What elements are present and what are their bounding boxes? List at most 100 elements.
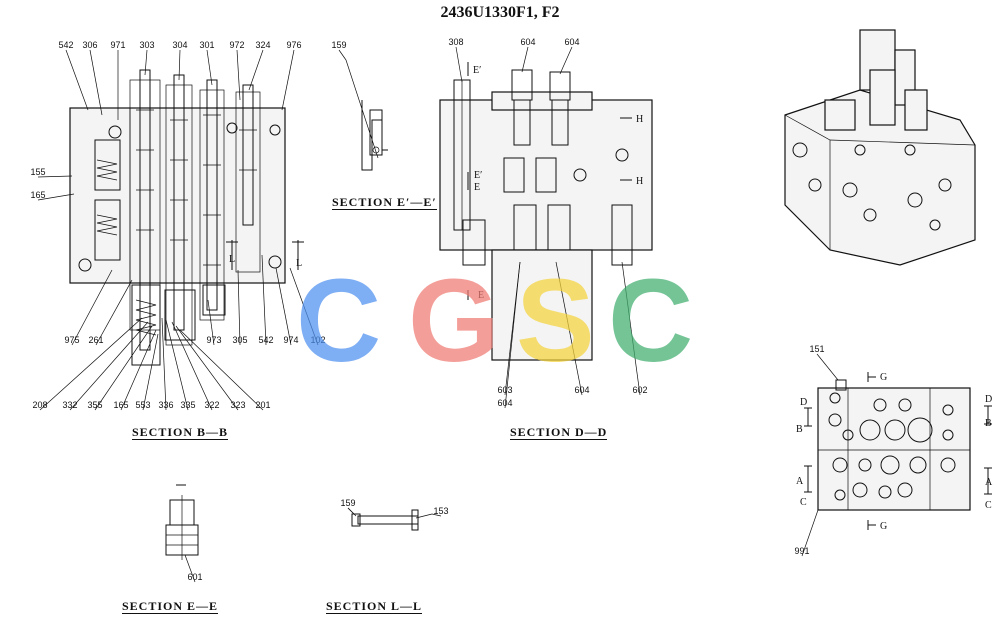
cut-label-e-mid: E bbox=[474, 182, 480, 193]
section-bb-drawing bbox=[69, 69, 304, 366]
callout-dd-top-2: 604 bbox=[520, 37, 535, 47]
callout-bb-left-2: 165 bbox=[30, 190, 45, 200]
cut-label-g-top: G bbox=[880, 372, 887, 383]
callout-bb-right-1: 973 bbox=[206, 335, 221, 345]
leader-line-face-bottom-1 bbox=[801, 509, 819, 557]
leader-line-dd-bottom-3 bbox=[555, 261, 583, 396]
cut-label-l-right: L bbox=[296, 258, 302, 269]
drawing-title: 2436U1330F1, F2 bbox=[440, 4, 560, 21]
callout-bb-bottom-7: 335 bbox=[180, 400, 195, 410]
callout-bb-right-2: 305 bbox=[232, 335, 247, 345]
leader-line-bb-right-3 bbox=[261, 254, 267, 346]
callout-bb-top-6: 301 bbox=[199, 40, 214, 50]
watermark-letter-1: C bbox=[296, 255, 382, 387]
leader-line-bb-left-3 bbox=[71, 269, 113, 346]
leader-line-bb-right-5 bbox=[289, 267, 319, 346]
callout-ll-1: 159 bbox=[340, 498, 355, 508]
callout-face-bottom-1: 991 bbox=[794, 546, 809, 556]
cut-plane-letters: E′ E′ E E H H L L G G D B D B A C A C bbox=[229, 65, 993, 532]
watermark-letter-2: G bbox=[408, 255, 500, 387]
watermark-letter-3: S bbox=[516, 255, 595, 387]
cut-label-l-left: L bbox=[229, 254, 235, 265]
callout-bb-bottom-10: 201 bbox=[255, 400, 270, 410]
callout-bb-bottom-6: 336 bbox=[158, 400, 173, 410]
callout-bb-top-9: 976 bbox=[286, 40, 301, 50]
callout-bb-right-3: 542 bbox=[258, 335, 273, 345]
leader-line-bb-top-6 bbox=[206, 49, 213, 86]
leader-line-dd-top-1 bbox=[455, 46, 463, 83]
callout-bb-bottom-3: 355 bbox=[87, 400, 102, 410]
callout-dd-top-3: 604 bbox=[564, 37, 579, 47]
dd-valve-body bbox=[439, 99, 653, 251]
leader-line-bb-right-4 bbox=[275, 267, 292, 346]
cut-label-c-right: C bbox=[985, 500, 992, 511]
cut-label-h-bottom: H bbox=[636, 176, 643, 187]
leader-line-bb-bottom-10 bbox=[179, 329, 264, 411]
leader-line-bb-top-2 bbox=[89, 49, 103, 116]
callout-face-top-1: 151 bbox=[809, 344, 824, 354]
leader-line-dd-top-2 bbox=[521, 46, 529, 73]
leader-line-face-top-1 bbox=[816, 353, 839, 381]
section-ll-drawing bbox=[347, 507, 433, 531]
leader-line-bb-left-1 bbox=[37, 175, 73, 178]
leader-line-bb-right-2 bbox=[237, 269, 241, 346]
leader-line-bb-bottom-3 bbox=[94, 325, 153, 411]
callout-bb-top-1: 542 bbox=[58, 40, 73, 50]
callout-bb-top-7: 972 bbox=[229, 40, 244, 50]
bb-valve-body bbox=[69, 107, 286, 284]
callout-bb-bottom-1: 208 bbox=[32, 400, 47, 410]
leader-line-bb-top-1 bbox=[65, 49, 89, 111]
leader-line-bb-bottom-4 bbox=[120, 329, 157, 411]
callout-dd-bottom-3: 604 bbox=[574, 385, 589, 395]
callout-ll-2: 153 bbox=[433, 506, 448, 516]
leader-line-bb-bottom-9 bbox=[175, 325, 239, 411]
section-ee-drawing bbox=[165, 484, 199, 560]
section-dd-drawing bbox=[439, 62, 653, 361]
caption-section-ll: SECTION L—L bbox=[326, 599, 423, 614]
callout-bb-left-3: 975 bbox=[64, 335, 79, 345]
callout-dd-bottom-4: 602 bbox=[632, 385, 647, 395]
leader-line-dd-bottom-2 bbox=[504, 261, 521, 409]
section-eprime-drawing bbox=[345, 59, 388, 171]
cut-label-b-left: B bbox=[796, 424, 803, 435]
cut-label-h-top: H bbox=[636, 114, 643, 125]
cut-label-c-left: C bbox=[800, 497, 807, 508]
callout-bb-left-4: 261 bbox=[88, 335, 103, 345]
caption-section-dd: SECTION D—D bbox=[510, 425, 608, 440]
isometric-valve-view bbox=[784, 29, 976, 266]
cut-label-b-right: B bbox=[985, 418, 992, 429]
leader-line-bb-top-8 bbox=[248, 49, 264, 91]
caption-section-eprime: SECTION E′—E′ bbox=[332, 195, 437, 210]
leader-line-bb-top-4 bbox=[144, 49, 148, 76]
leader-line-bb-bottom-2 bbox=[69, 321, 149, 411]
callout-bb-bottom-2: 332 bbox=[62, 400, 77, 410]
leader-line-bb-top-5 bbox=[178, 49, 181, 81]
leader-line-bb-bottom-5 bbox=[142, 333, 159, 411]
caption-section-bb: SECTION B—B bbox=[132, 425, 229, 440]
cut-label-g-bottom: G bbox=[880, 521, 887, 532]
leader-line-bb-bottom-1 bbox=[39, 317, 143, 411]
cut-label-a-right: A bbox=[985, 477, 993, 488]
leader-line-bb-left-4 bbox=[95, 279, 133, 346]
leader-line-bb-top-7 bbox=[236, 49, 241, 101]
leader-line-ll-2 bbox=[431, 513, 442, 517]
callout-dd-bottom-2: 604 bbox=[497, 398, 512, 408]
watermark-letter-4: C bbox=[608, 255, 694, 387]
callout-dd-bottom-1: 603 bbox=[497, 385, 512, 395]
callout-ee-1: 601 bbox=[187, 572, 202, 582]
cut-label-a-left: A bbox=[796, 476, 804, 487]
leader-line-ee-1 bbox=[184, 554, 196, 583]
callout-bb-bottom-5: 553 bbox=[135, 400, 150, 410]
callout-bb-bottom-8: 322 bbox=[204, 400, 219, 410]
callout-bb-bottom-9: 323 bbox=[230, 400, 245, 410]
cut-label-e-prime-mid: E′ bbox=[474, 170, 482, 181]
face-view-drawing bbox=[804, 372, 992, 530]
cut-label-e-prime-top: E′ bbox=[473, 65, 481, 76]
leader-line-bb-bottom-7 bbox=[165, 319, 189, 411]
callout-bb-top-2: 306 bbox=[82, 40, 97, 50]
leader-line-eprime-1 bbox=[338, 49, 347, 61]
leader-line-bb-bottom-6 bbox=[161, 317, 167, 411]
callout-bb-bottom-4: 165 bbox=[113, 400, 128, 410]
